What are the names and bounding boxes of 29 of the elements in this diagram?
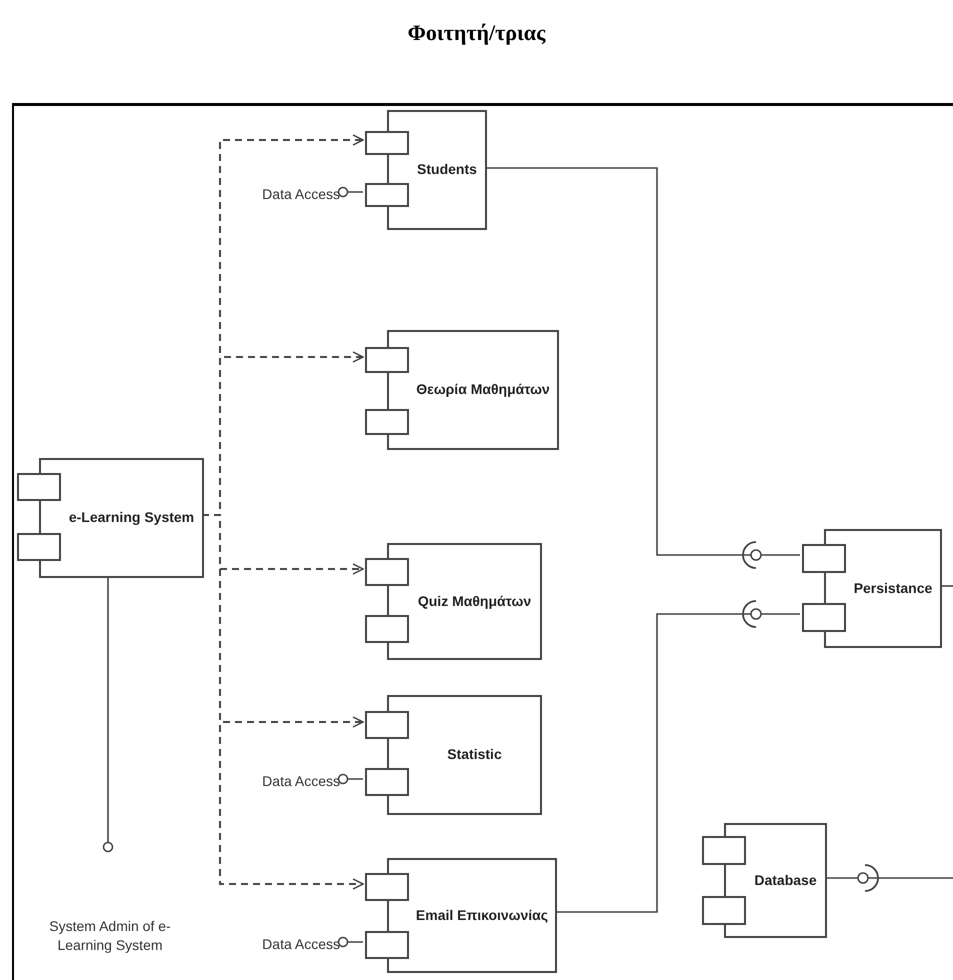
- interface-name: Data Access: [262, 772, 340, 792]
- connector-line: [338, 186, 363, 198]
- component-name: Students: [417, 161, 477, 179]
- component-box: [365, 695, 542, 815]
- connector-line: [338, 936, 363, 948]
- component-box: [365, 543, 542, 660]
- component-name: Database: [754, 872, 817, 890]
- component-box: [802, 529, 942, 648]
- component-name: Quiz Μαθημάτων: [418, 592, 532, 610]
- connector-line: [940, 585, 953, 587]
- connector-line: [338, 774, 363, 784]
- component-box: [17, 458, 204, 578]
- connector-line: [555, 600, 800, 913]
- component-name: Persistance: [854, 580, 932, 598]
- component-box: [365, 110, 487, 230]
- diagram-title: Φοιτητή/τριας: [406, 19, 547, 47]
- component-name: Statistic: [447, 746, 502, 764]
- component-box: [702, 823, 827, 938]
- component-name: Email Επικοινωνίας: [416, 906, 548, 924]
- interface-name: Data Access: [262, 185, 340, 204]
- component-name: e-Learning System: [68, 509, 194, 527]
- connector-line: [825, 864, 953, 892]
- component-box: [365, 330, 559, 450]
- component-name: Θεωρία Μαθημάτων: [416, 381, 550, 399]
- interface-name: Data Access: [262, 935, 340, 954]
- connector-line: [485, 167, 800, 569]
- interface-name: System Admin of e-Learning System: [48, 916, 172, 955]
- system-boundary: [12, 103, 953, 980]
- component-box: [365, 858, 557, 973]
